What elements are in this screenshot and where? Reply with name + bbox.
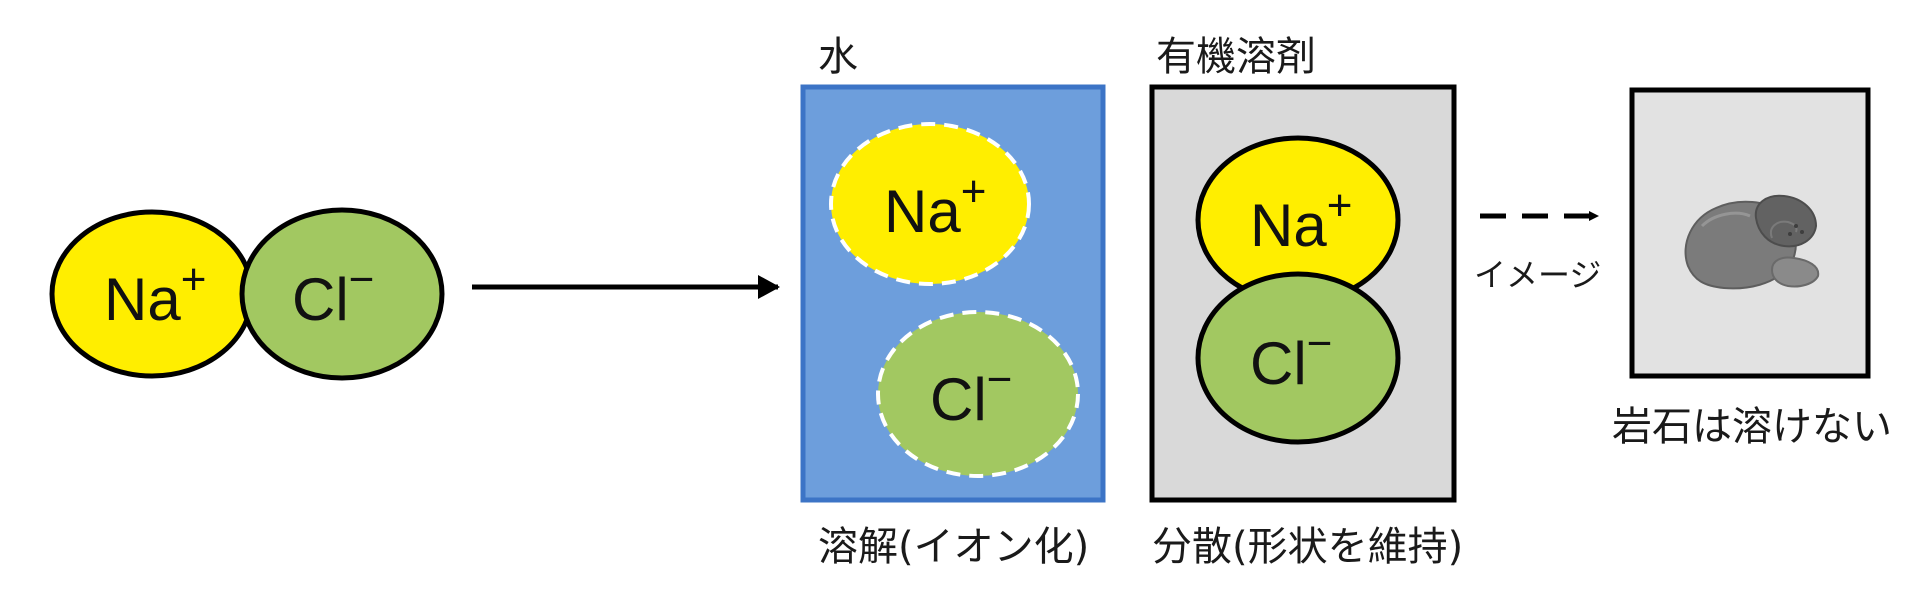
chloride-ion [239, 207, 445, 381]
rock-box [1629, 87, 1871, 379]
rocks-icon [1684, 194, 1820, 290]
chloride-ion-hydrated [876, 310, 1080, 478]
chloride-ion-dispersed [1195, 271, 1401, 445]
organic-caption: 分散(形状を維持) [1152, 524, 1463, 570]
chloride-label-water: Cl− [930, 355, 1012, 433]
organic-panel: 有機溶剤 Na+ Cl− 分散(形状を維持) [1149, 34, 1463, 570]
chloride-label-organic: Cl− [1250, 319, 1332, 397]
rock-caption: 岩石は溶けない [1612, 404, 1892, 450]
sodium-label: Na+ [104, 255, 206, 333]
sodium-label-organic: Na+ [1250, 181, 1352, 259]
chloride-label: Cl− [292, 255, 374, 333]
nacl-pair: Na+ Cl− [49, 207, 445, 381]
water-panel: 水 Na+ Cl− 溶解(イオン化) [800, 34, 1106, 570]
rock-panel: 岩石は溶けない [1612, 87, 1892, 450]
water-caption: 溶解(イオン化) [818, 524, 1089, 570]
sodium-ion-hydrated [829, 122, 1031, 286]
water-title: 水 [818, 34, 858, 80]
analogy-arrow-label: イメージ [1474, 256, 1601, 294]
organic-title: 有機溶剤 [1156, 34, 1316, 80]
sodium-label-water: Na+ [884, 167, 986, 245]
